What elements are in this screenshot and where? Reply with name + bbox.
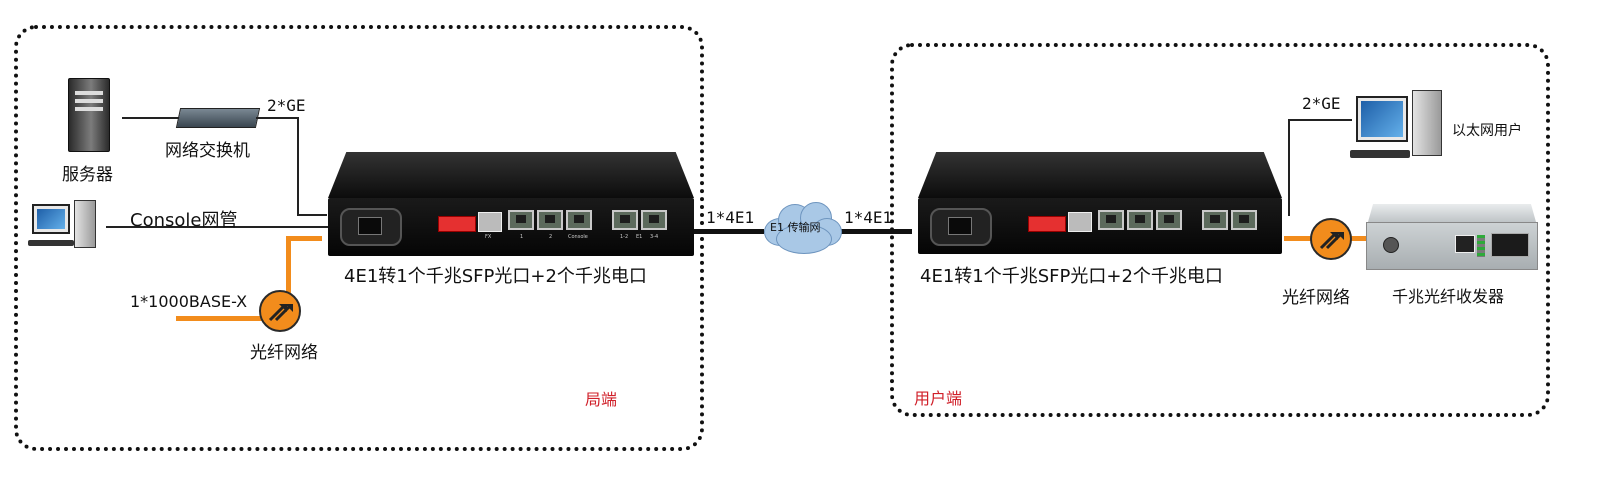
cloud-label: E1 传输网	[770, 221, 821, 234]
user-pc-keyboard-icon	[1350, 150, 1410, 158]
local-e1-device: FX 1 2 Console 1-2 E1 3-4	[328, 152, 694, 256]
remote-e1-device	[918, 152, 1282, 254]
remote-ge-port-1	[1098, 210, 1124, 230]
switch-device-line-end	[297, 214, 327, 216]
console-pc-monitor-icon	[32, 204, 70, 234]
sfp-port	[478, 212, 502, 232]
local-ge-label: 2*GE	[267, 96, 306, 115]
fiber-line-to-device-h	[288, 236, 322, 241]
port-label-1: 1	[520, 234, 524, 240]
switch-device-line-h	[256, 117, 298, 119]
user-fiber-label: 光纤网络	[1282, 288, 1350, 308]
link-right-label: 1*4E1	[844, 208, 893, 227]
user-ge-line-h	[1288, 119, 1352, 121]
port-label-2: 2	[549, 234, 553, 240]
user-ge-line-v	[1288, 120, 1290, 216]
power-socket-icon	[340, 208, 402, 246]
remote-device-label: 4E1转1个千兆SFP光口+2个千兆电口	[920, 266, 1223, 287]
port-label-console: Console	[568, 234, 588, 240]
local-fiber-icon	[259, 290, 301, 332]
e1-port-1	[612, 210, 638, 230]
user-fiber-line-left	[1284, 236, 1314, 241]
port-label-e1-a: 1-2	[620, 234, 629, 240]
local-zone	[14, 25, 704, 451]
local-fiber-label: 光纤网络	[250, 343, 318, 363]
media-converter-icon	[1366, 222, 1538, 270]
user-fiber-line-right	[1346, 236, 1370, 241]
user-pc-label: 以太网用户	[1452, 123, 1522, 139]
media-converter-top	[1368, 204, 1536, 222]
user-pc-tower-icon	[1412, 90, 1442, 156]
converter-label: 千兆光纤收发器	[1392, 287, 1505, 306]
console-pc-keyboard-icon	[28, 240, 74, 246]
console-line	[106, 226, 328, 228]
ge-port-2	[537, 210, 563, 230]
user-fiber-icon	[1310, 218, 1352, 260]
network-switch-icon	[175, 108, 261, 128]
remote-e1-port-1	[1202, 210, 1228, 230]
e1-link-right	[838, 229, 912, 234]
local-device-label: 4E1转1个千兆SFP光口+2个千兆电口	[344, 266, 647, 287]
ge-port-1	[508, 210, 534, 230]
port-label-e1-b: 3-4	[650, 234, 659, 240]
remote-e1-port-2	[1231, 210, 1257, 230]
e1-network-cloud-icon	[762, 198, 842, 256]
port-label-fx: FX	[485, 234, 492, 240]
user-zone-label: 用户端	[914, 389, 963, 408]
remote-sfp-port	[1068, 212, 1092, 232]
e1-port-2	[641, 210, 667, 230]
fiber-line-main	[176, 316, 268, 321]
switch-device-line-v	[297, 117, 299, 215]
server-switch-line	[122, 117, 180, 119]
fiber-line-to-device-v	[286, 236, 291, 298]
e1-link-left	[694, 229, 764, 234]
user-ge-label: 2*GE	[1302, 94, 1341, 113]
fiber-line-label: 1*1000BASE-X	[130, 292, 248, 311]
remote-ge-port-2	[1127, 210, 1153, 230]
console-pc-tower-icon	[74, 200, 96, 248]
remote-console-port	[1156, 210, 1182, 230]
server-icon	[68, 78, 110, 152]
link-left-label: 1*4E1	[706, 208, 755, 227]
remote-power-socket-icon	[930, 208, 992, 246]
port-label-e1: E1	[636, 234, 643, 240]
user-pc-monitor-icon	[1356, 96, 1408, 142]
remote-dip-switch	[1028, 216, 1066, 232]
console-label: Console网管	[130, 210, 238, 231]
console-port	[566, 210, 592, 230]
dip-switch	[438, 216, 476, 232]
server-label: 服务器	[62, 165, 113, 185]
local-zone-label: 局端	[585, 390, 618, 409]
user-zone	[890, 43, 1550, 417]
switch-label: 网络交换机	[165, 141, 250, 161]
